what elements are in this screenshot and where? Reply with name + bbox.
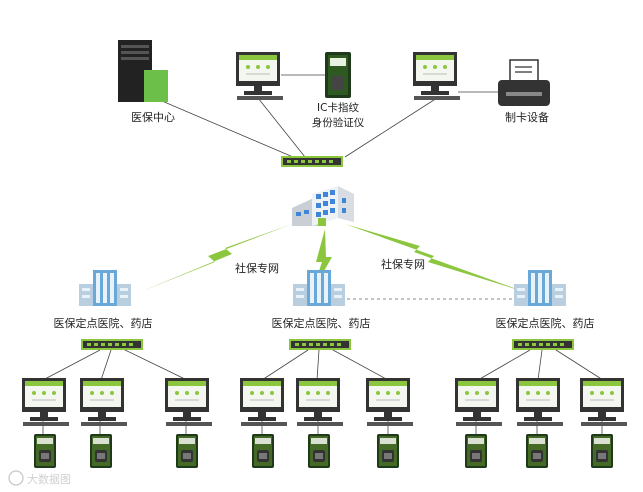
monitor-icon — [164, 377, 213, 427]
server-icon — [118, 40, 168, 102]
branch-label: 医保定点医院、药店 — [54, 316, 153, 330]
ic-reader-label-line1: IC卡指纹 — [317, 101, 359, 114]
ic-card-reader-icon — [325, 52, 351, 98]
monitor-icon — [365, 377, 414, 427]
monitor-icon — [295, 377, 344, 427]
fingerprint-reader-icon — [176, 434, 198, 468]
branch-label: 医保定点医院、药店 — [272, 316, 371, 330]
monitor-icon — [235, 51, 284, 101]
monitor-icon — [412, 51, 461, 101]
monitor-icon — [454, 377, 503, 427]
branch-middle: 医保定点医院、药店 — [239, 270, 414, 468]
ic-reader-label-line2: 身份验证仪 — [312, 116, 365, 129]
switch-icon — [512, 339, 574, 350]
branch-right: 医保定点医院、药店 — [454, 270, 628, 468]
monitor-icon — [579, 377, 628, 427]
private-network-label-left: 社保专网 — [235, 261, 279, 275]
fingerprint-reader-icon — [308, 434, 330, 468]
monitor-icon — [239, 377, 288, 427]
watermark: 大数据图 — [8, 470, 71, 486]
switch-icon — [289, 339, 351, 350]
fingerprint-reader-icon — [34, 434, 56, 468]
fingerprint-reader-icon — [591, 434, 613, 468]
fingerprint-reader-icon — [465, 434, 487, 468]
fingerprint-reader-icon — [252, 434, 274, 468]
printer-icon — [498, 59, 550, 106]
card-printer-label: 制卡设备 — [505, 110, 549, 124]
hospital-icon — [514, 270, 566, 306]
branch-left: 医保定点医院、药店 — [21, 270, 213, 468]
monitor-icon — [21, 377, 70, 427]
private-network-label-right: 社保专网 — [381, 257, 425, 271]
fingerprint-reader-icon — [526, 434, 548, 468]
hospital-icon — [293, 270, 345, 306]
fingerprint-reader-icon — [377, 434, 399, 468]
medical-center-label: 医保中心 — [131, 110, 175, 124]
monitor-icon — [79, 377, 128, 427]
core-switch-icon — [281, 156, 343, 167]
monitor-icon — [515, 377, 564, 427]
switch-icon — [81, 339, 143, 350]
central-building-icon — [292, 186, 354, 226]
branch-label: 医保定点医院、药店 — [496, 316, 595, 330]
watermark-text: 大数据图 — [27, 472, 71, 486]
top-links — [154, 74, 500, 161]
lightning-links — [140, 224, 525, 292]
fingerprint-reader-icon — [90, 434, 112, 468]
hospital-icon — [79, 270, 131, 306]
